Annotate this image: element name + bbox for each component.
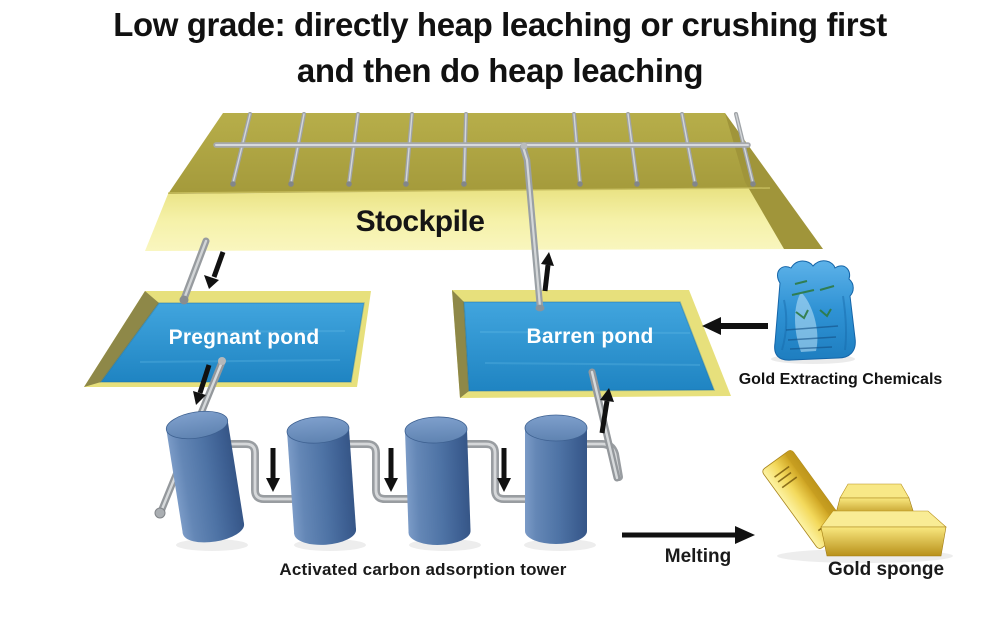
page-title-line2: and then do heap leaching (296, 52, 704, 89)
arrow-pregnant-pond-to-tower1 (193, 364, 212, 405)
pregnant-pond-label: Pregnant pond (168, 326, 320, 349)
arrow-tower2-to-tower3 (384, 448, 398, 492)
inter-tower-pipes (215, 440, 623, 503)
arrow-melting (622, 526, 755, 544)
grid-branch-pipes (230, 112, 756, 187)
arrow-tower1-to-tower2 (266, 448, 280, 492)
barren-pond-shape (452, 290, 731, 398)
gold-extracting-chemicals-label: Gold Extracting Chemicals (738, 371, 943, 388)
page-title: Low grade: directly heap leaching or cru… (0, 2, 1000, 94)
pipe-stockpile-to-pregnant-pond (179, 237, 210, 305)
pipe-barren-pond-to-stockpile (519, 142, 545, 312)
arrow-tower3-to-tower4 (497, 448, 511, 492)
arrow-barren-pond-to-stockpile (541, 252, 554, 292)
flow-arrows (193, 251, 768, 544)
stockpile-label: Stockpile (355, 205, 485, 238)
irrigation-grid (213, 112, 756, 187)
arrow-chemicals-to-barren-pond (702, 317, 768, 335)
gold-bars-image (762, 450, 953, 563)
adsorption-tower-2 (286, 416, 357, 545)
adsorption-tower-label: Activated carbon adsorption tower (279, 560, 567, 579)
arrow-stockpile-to-pregnant-pond (204, 251, 226, 289)
adsorption-tower-3 (404, 416, 471, 545)
page-title-line1: Low grade: directly heap leaching or cru… (113, 6, 887, 43)
adsorption-tower-4 (524, 414, 588, 544)
gold-ingot-bottom (820, 510, 947, 557)
gold-sponge-label: Gold sponge (827, 559, 945, 580)
adsorption-tower-1 (165, 410, 245, 543)
adsorption-towers (165, 410, 596, 551)
pregnant-pond-shape (84, 291, 371, 387)
chemicals-bag-image (771, 260, 856, 364)
stockpile-top-face (168, 113, 770, 194)
melting-label: Melting (664, 546, 732, 567)
stockpile-front-face (145, 188, 823, 251)
pipe-tower2-to-tower3 (340, 440, 418, 503)
bag-print-marks (791, 280, 835, 320)
stockpile-shape (145, 113, 823, 251)
bag-text-lines (785, 325, 839, 350)
arrow-tower4-to-barren-pond (599, 388, 614, 434)
barren-pond-label: Barren pond (526, 325, 654, 348)
